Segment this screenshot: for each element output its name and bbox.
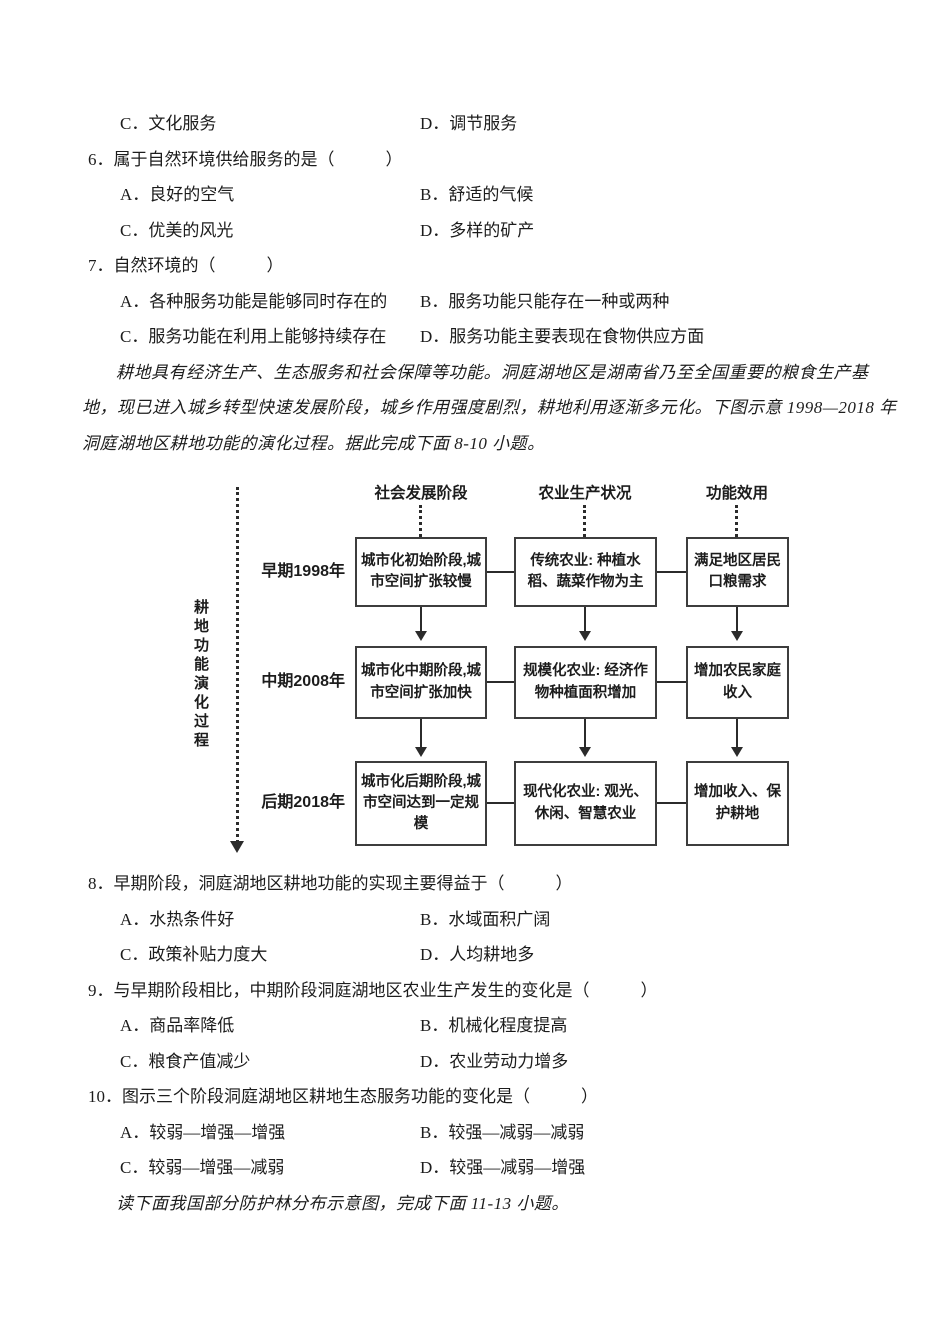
question-6-options-ab: A．良好的空气 B．舒适的气候 [82, 177, 875, 213]
connector-r1-c2-c3 [657, 571, 686, 573]
question-6-option-c: C．优美的风光 [120, 220, 234, 240]
passage-line-2: 地，现已进入城乡转型快速发展阶段，城乡作用强度剧烈，耕地利用逐渐多元化。下图示意… [82, 398, 897, 417]
arrow-line-col1-r1r2 [420, 607, 422, 633]
question-8-option-a: A．水热条件好 [120, 909, 235, 929]
question-10-options-ab: A．较弱—增强—增强 B．较强—减弱—减弱 [82, 1115, 875, 1151]
passage-line-1: 耕地具有经济生产、生态服务和社会保障等功能。洞庭湖地区是湖南省乃至全国重要的粮食… [116, 362, 869, 382]
arrow-down-icon-col2-r2r3 [579, 747, 591, 757]
question-6-option-a: A．良好的空气 [120, 185, 235, 204]
question-8-option-d: D．人均耕地多 [420, 945, 535, 964]
arrow-line-col1-r2r3 [420, 719, 422, 749]
row-label-late-2018: 后期2018年 [261, 794, 345, 811]
question-7-option-b: B．服务功能只能存在一种或两种 [420, 291, 670, 311]
diagram-box-mid-urbanization: 城市化中期阶段,城市空间扩张加快 [355, 646, 487, 719]
arrow-down-icon-col2-r1r2 [579, 631, 591, 641]
diagram-box-modern-agriculture: 现代化农业: 观光、休闲、智慧农业 [514, 761, 657, 846]
connector-r2-c1-c2 [487, 681, 514, 683]
question-6-option-d: D．多样的矿产 [420, 220, 535, 240]
question-9-options-cd: C．粮食产值减少 D．农业劳动力增多 [82, 1044, 875, 1080]
arrow-down-icon-col1-r2r3 [415, 747, 427, 757]
arrow-line-col2-r1r2 [584, 607, 586, 633]
question-8-options-ab: A．水热条件好 B．水域面积广阔 [82, 902, 875, 938]
question-7-option-d: D．服务功能主要表现在食物供应方面 [420, 327, 705, 346]
question-10-stem: 10．图示三个阶段洞庭湖地区耕地生态服务功能的变化是（ ） [88, 1087, 598, 1106]
question-7-option-c: C．服务功能在利用上能够持续存在 [120, 327, 387, 346]
question-6-option-b: B．舒适的气候 [420, 185, 534, 204]
connector-r1-c1-c2 [487, 571, 514, 573]
question-8-options-cd: C．政策补贴力度大 D．人均耕地多 [82, 937, 875, 973]
question-7-options-ab: A．各种服务功能是能够同时存在的 B．服务功能只能存在一种或两种 [82, 284, 875, 320]
question-10-options-cd: C．较弱—增强—减弱 D．较强—减弱—增强 [82, 1150, 875, 1186]
diagram-box-meet-grain-demand: 满足地区居民口粮需求 [686, 537, 789, 607]
question-9-option-d: D．农业劳动力增多 [420, 1051, 569, 1071]
question-5-options-cd: C．文化服务 D．调节服务 [82, 106, 875, 142]
question-7-option-a: A．各种服务功能是能够同时存在的 [120, 291, 388, 311]
question-10-option-a: A．较弱—增强—增强 [120, 1122, 286, 1142]
diagram-box-income-and-protect-land: 增加收入、保护耕地 [686, 761, 789, 846]
question-7-stem: 7．自然环境的（ ） [88, 256, 284, 275]
question-10-option-b: B．较强—减弱—减弱 [420, 1122, 585, 1142]
next-section-instruction: 读下面我国部分防护林分布示意图，完成下面 11-13 小题。 [116, 1193, 569, 1213]
question-7-options-cd: C．服务功能在利用上能够持续存在 D．服务功能主要表现在食物供应方面 [82, 319, 875, 355]
diagram-header-function-effect: 功能效用 [705, 485, 769, 502]
diagram-box-early-urbanization: 城市化初始阶段,城市空间扩张较慢 [355, 537, 487, 607]
dotted-connector-col3 [735, 505, 738, 537]
connector-r2-c2-c3 [657, 681, 686, 683]
question-5-option-c: C．文化服务 [120, 114, 217, 133]
question-5-option-d: D．调节服务 [420, 114, 518, 133]
diagram-header-agriculture-status: 农业生产状况 [538, 485, 632, 502]
question-9-option-a: A．商品率降低 [120, 1016, 235, 1035]
question-8-stem: 8．早期阶段，洞庭湖地区耕地功能的实现主要得益于（ ） [88, 874, 573, 893]
arrow-down-icon-col3-r1r2 [731, 631, 743, 641]
question-9-option-c: C．粮食产值减少 [120, 1051, 251, 1071]
arrow-line-col2-r2r3 [584, 719, 586, 749]
question-10-option-d: D．较强—减弱—增强 [420, 1158, 586, 1177]
question-6-options-cd: C．优美的风光 D．多样的矿产 [82, 213, 875, 249]
evolution-axis-dotted-line [236, 487, 239, 843]
connector-r3-c2-c3 [657, 802, 686, 804]
connector-r3-c1-c2 [487, 802, 514, 804]
evolution-axis-arrow-down-icon [230, 841, 244, 853]
arrow-down-icon-col1-r1r2 [415, 631, 427, 641]
evolution-axis-label: 耕地功能演化过程 [192, 599, 209, 751]
arrow-down-icon-col3-r2r3 [731, 747, 743, 757]
arrow-line-col3-r2r3 [736, 719, 738, 749]
dotted-connector-col1 [419, 505, 422, 537]
passage-line-3: 洞庭湖地区耕地功能的演化过程。据此完成下面 8-10 小题。 [82, 433, 545, 453]
diagram-box-traditional-agriculture: 传统农业: 种植水稻、蔬菜作物为主 [514, 537, 657, 607]
diagram-box-scaled-agriculture: 规模化农业: 经济作物种植面积增加 [514, 646, 657, 719]
question-9-option-b: B．机械化程度提高 [420, 1016, 568, 1035]
question-9-options-ab: A．商品率降低 B．机械化程度提高 [82, 1008, 875, 1044]
question-10-option-c: C．较弱—增强—减弱 [120, 1158, 285, 1177]
land-function-evolution-diagram: 社会发展阶段 农业生产状况 功能效用 耕地功能演化过程 早期1998年 中期20… [82, 461, 875, 866]
question-9-stem: 9．与早期阶段相比，中期阶段洞庭湖地区农业生产发生的变化是（ ） [88, 980, 658, 1000]
diagram-box-increase-family-income: 增加农民家庭收入 [686, 646, 789, 719]
question-6-stem: 6．属于自然环境供给服务的是（ ） [88, 149, 403, 169]
row-label-early-1998: 早期1998年 [261, 563, 345, 580]
diagram-box-late-urbanization: 城市化后期阶段,城市空间达到一定规模 [355, 761, 487, 846]
row-label-mid-2008: 中期2008年 [261, 673, 345, 690]
diagram-header-social-stage: 社会发展阶段 [374, 485, 468, 502]
dotted-connector-col2 [583, 505, 586, 537]
arrow-line-col3-r1r2 [736, 607, 738, 633]
question-8-option-c: C．政策补贴力度大 [120, 945, 268, 964]
question-8-option-b: B．水域面积广阔 [420, 909, 551, 929]
